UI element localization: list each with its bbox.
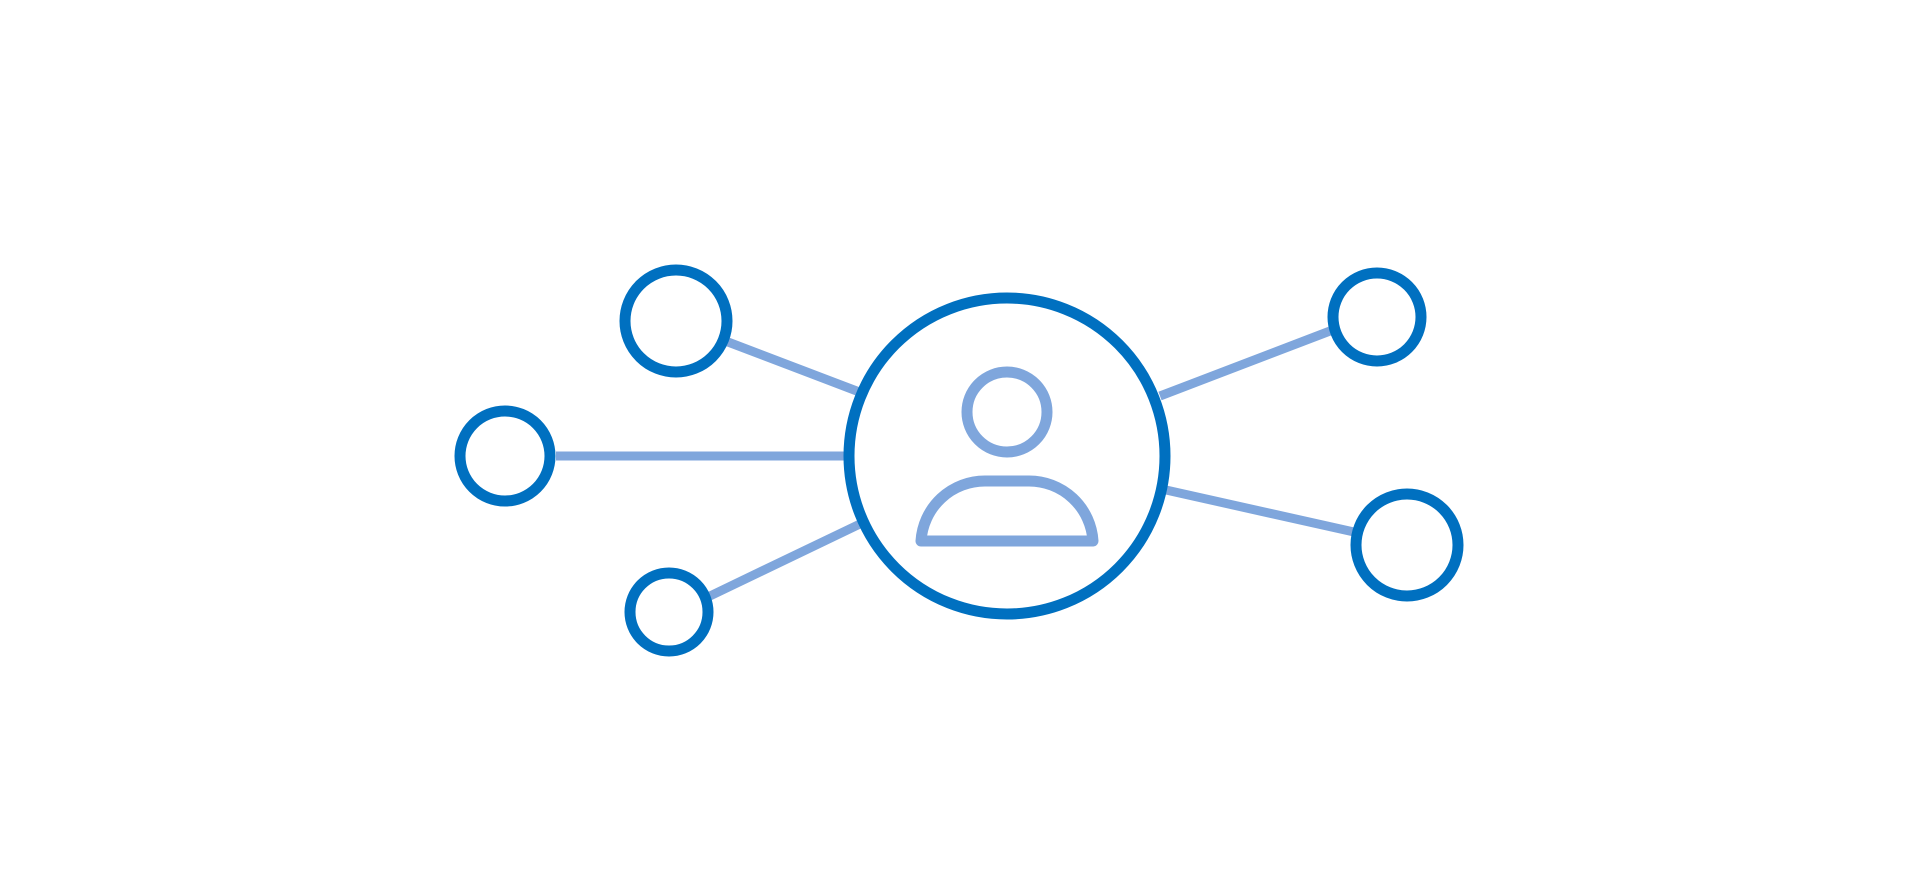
connector-line-bottom-right: [1165, 485, 1355, 537]
node-bottom-right: [1350, 488, 1464, 602]
node-left: [454, 405, 556, 507]
satellite-nodes: [454, 264, 1464, 657]
connector-lines: [556, 326, 1355, 601]
connector-line-top-left: [726, 337, 864, 398]
person-head: [961, 366, 1053, 458]
node-top-right: [1327, 267, 1427, 367]
person-body: [915, 475, 1099, 547]
node-bottom-left: [624, 567, 714, 657]
connector-line-bottom-left: [708, 518, 864, 601]
person-icon: [915, 366, 1099, 547]
connector-line-top-right: [1158, 326, 1332, 401]
node-top-left: [619, 264, 733, 378]
